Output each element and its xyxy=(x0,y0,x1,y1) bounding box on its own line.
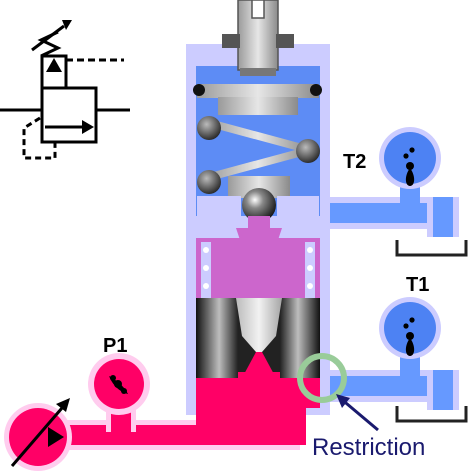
restriction-ring xyxy=(297,353,379,432)
tank-icon xyxy=(395,240,468,423)
pressure-gauge-icon xyxy=(379,297,441,359)
pressure-gauge-icon xyxy=(379,127,441,189)
t1-label: T1 xyxy=(406,274,429,296)
adjusting-screw xyxy=(222,0,294,76)
restriction-label: Restriction xyxy=(312,434,425,461)
pilot-ports xyxy=(201,228,315,298)
t2-label: T2 xyxy=(343,151,366,173)
pump-icon xyxy=(4,398,72,471)
tank-lines xyxy=(318,162,459,410)
main-spool xyxy=(196,298,320,378)
p1-label: P1 xyxy=(103,335,127,357)
pressure-gauge-icon xyxy=(88,353,150,415)
spring xyxy=(193,84,322,238)
valve-symbol-icon xyxy=(0,20,130,160)
